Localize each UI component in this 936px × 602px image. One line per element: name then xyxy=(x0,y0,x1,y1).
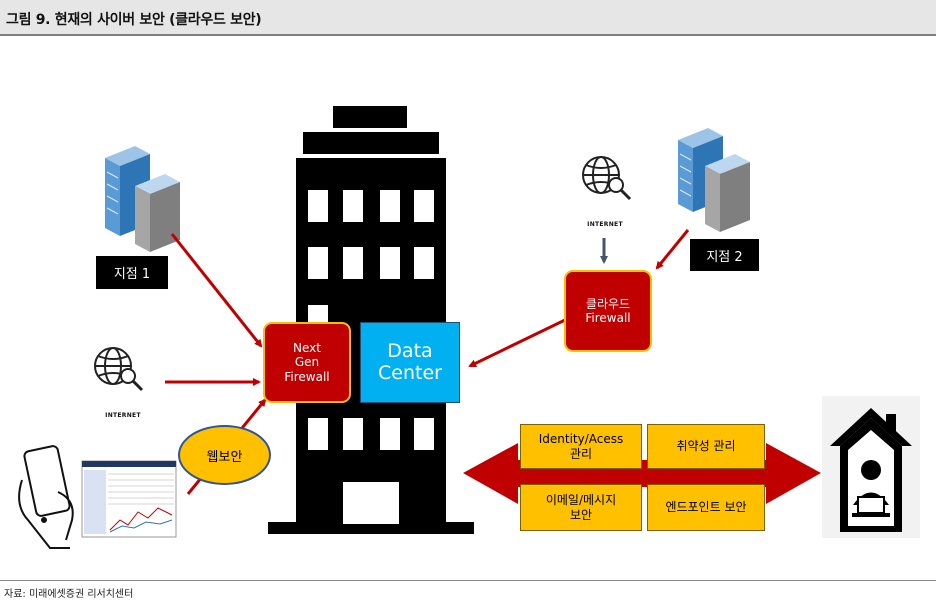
svc-email-line2: 보안 xyxy=(569,507,593,522)
svc-email-line1: 이메일/메시지 xyxy=(545,493,617,508)
home-user-icon xyxy=(822,396,920,538)
identity-access-box: Identity/Acess 관리 xyxy=(520,424,642,469)
datacenter-label-line2: Center xyxy=(378,361,442,384)
cloud-fw-label-line1: 클라우드 xyxy=(585,296,631,311)
arrow-branch2-to-cloudfw xyxy=(655,229,690,270)
endpoint-security-box: 엔드포인트 보안 xyxy=(647,484,765,531)
source-divider xyxy=(0,580,936,581)
next-gen-firewall-box: Next Gen Firewall xyxy=(263,322,351,403)
internet-label-right: INTERNET xyxy=(587,221,623,228)
email-message-security-box: 이메일/메시지 보안 xyxy=(520,484,642,531)
arrow-cloudfw-to-datacenter xyxy=(468,318,566,368)
website-screenshot-thumbnail xyxy=(81,460,177,538)
data-center-box: Data Center xyxy=(360,322,460,403)
server-icon-branch2 xyxy=(678,128,750,232)
figure-title: 그림 9. 현재의 사이버 보안 (클라우드 보안) xyxy=(6,12,262,28)
arrow-branch1-to-ngfw xyxy=(170,233,263,348)
internet-globe-icon-right xyxy=(582,156,632,201)
smartphone-hand-icon xyxy=(18,445,74,549)
internet-label-left: INTERNET xyxy=(105,412,141,419)
diagram-canvas xyxy=(18,106,920,549)
branch2-label: 지점 2 xyxy=(690,239,759,271)
ngfw-label-line1: Next xyxy=(293,340,321,355)
cloud-firewall-box: 클라우드 Firewall xyxy=(564,270,652,352)
bidirectional-arrow xyxy=(463,443,821,504)
internet-globe-icon-left xyxy=(94,347,144,392)
ngfw-label-line2: Gen xyxy=(294,355,320,370)
ngfw-label-line3: Firewall xyxy=(284,369,330,384)
datacenter-label-line1: Data xyxy=(387,339,433,362)
svc-identity-line1: Identity/Acess xyxy=(538,432,624,447)
branch1-label: 지점 1 xyxy=(96,256,168,289)
svc-identity-line2: 관리 xyxy=(569,446,593,461)
title-bar: 그림 9. 현재의 사이버 보안 (클라우드 보안) xyxy=(0,0,936,36)
building-icon xyxy=(268,106,474,534)
server-icon-branch1 xyxy=(105,146,180,252)
cloud-fw-label-line2: Firewall xyxy=(585,311,631,325)
web-security-ellipse: 웹보안 xyxy=(178,425,271,485)
vulnerability-mgmt-box: 취약성 관리 xyxy=(647,424,765,469)
source-note: 자료: 미래에셋증권 리서치센터 xyxy=(4,589,134,600)
